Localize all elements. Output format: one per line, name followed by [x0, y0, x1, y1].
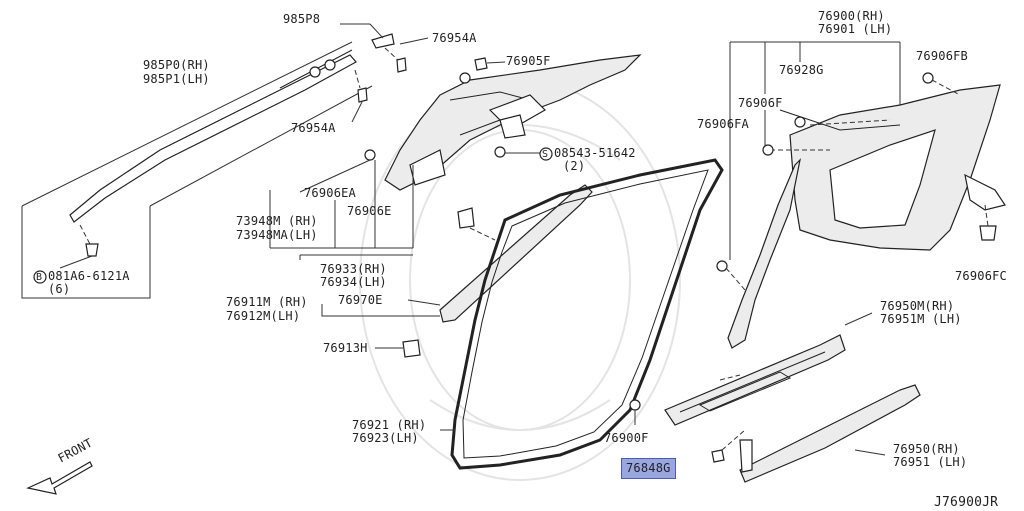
circle-symbols	[33, 147, 553, 284]
reference-code: J76900JR	[934, 495, 999, 510]
clip-76913h	[375, 207, 496, 358]
label-76906fb[interactable]: 76906FB	[916, 49, 968, 63]
label-76906fa[interactable]: 76906FA	[697, 117, 749, 131]
label-76906e[interactable]: 76906E	[347, 204, 392, 218]
label-76900f[interactable]: 76900F	[604, 431, 649, 445]
front-arrow-icon	[26, 461, 93, 495]
label-76951m[interactable]: 76951M (LH)	[880, 312, 962, 326]
label-76950[interactable]: 76950(RH)	[893, 442, 960, 456]
label-76923[interactable]: 76923(LH)	[352, 431, 419, 445]
label-76933[interactable]: 76933(RH)	[320, 262, 387, 276]
clip-985p8	[340, 23, 429, 123]
pillar-finisher-upper	[269, 54, 642, 260]
label-985p8[interactable]: 985P8	[283, 12, 321, 26]
label-76901[interactable]: 76901 (LH)	[818, 22, 893, 36]
label-76921[interactable]: 76921 (RH)	[352, 418, 427, 432]
label-76848g-highlighted[interactable]: 76848G	[621, 458, 676, 479]
label-76913h[interactable]: 76913H	[323, 341, 368, 355]
label-76934[interactable]: 76934(LH)	[320, 275, 387, 289]
label-76906fc[interactable]: 76906FC	[955, 269, 1007, 283]
label-08543[interactable]: 08543-51642	[554, 146, 636, 160]
label-76900[interactable]: 76900(RH)	[818, 9, 885, 23]
label-73948m[interactable]: 73948M (RH)	[236, 214, 318, 228]
label-76950m[interactable]: 76950M(RH)	[880, 299, 955, 313]
label-08543-qty: (2)	[563, 159, 586, 173]
label-76905f[interactable]: 76905F	[506, 54, 551, 68]
label-s-circle: S	[542, 149, 549, 160]
label-76951[interactable]: 76951 (LH)	[893, 455, 968, 469]
label-76911m[interactable]: 76911M (RH)	[226, 295, 308, 309]
label-76928g[interactable]: 76928G	[779, 63, 824, 77]
label-081a6-qty: (6)	[48, 282, 71, 296]
kicking-plate-76950m	[629, 312, 873, 463]
label-76954a-top[interactable]: 76954A	[432, 31, 477, 45]
label-76906ea[interactable]: 76906EA	[304, 186, 356, 200]
label-985p1[interactable]: 985P1(LH)	[143, 72, 210, 86]
side-step-76950	[739, 384, 921, 483]
weatherstrip-76921	[440, 158, 724, 470]
label-76954a-mid[interactable]: 76954A	[291, 121, 336, 135]
airbag-module-group	[21, 41, 373, 299]
label-76970e[interactable]: 76970E	[338, 293, 383, 307]
label-b-circle: B	[36, 272, 43, 283]
label-081a6[interactable]: 081A6-6121A	[48, 269, 130, 283]
label-985p0[interactable]: 985P0(RH)	[143, 58, 210, 72]
label-76912m[interactable]: 76912M(LH)	[226, 309, 301, 323]
label-73948ma[interactable]: 73948MA(LH)	[236, 228, 318, 242]
label-76906f[interactable]: 76906F	[738, 96, 783, 110]
rear-pillar-finisher	[716, 41, 1006, 349]
